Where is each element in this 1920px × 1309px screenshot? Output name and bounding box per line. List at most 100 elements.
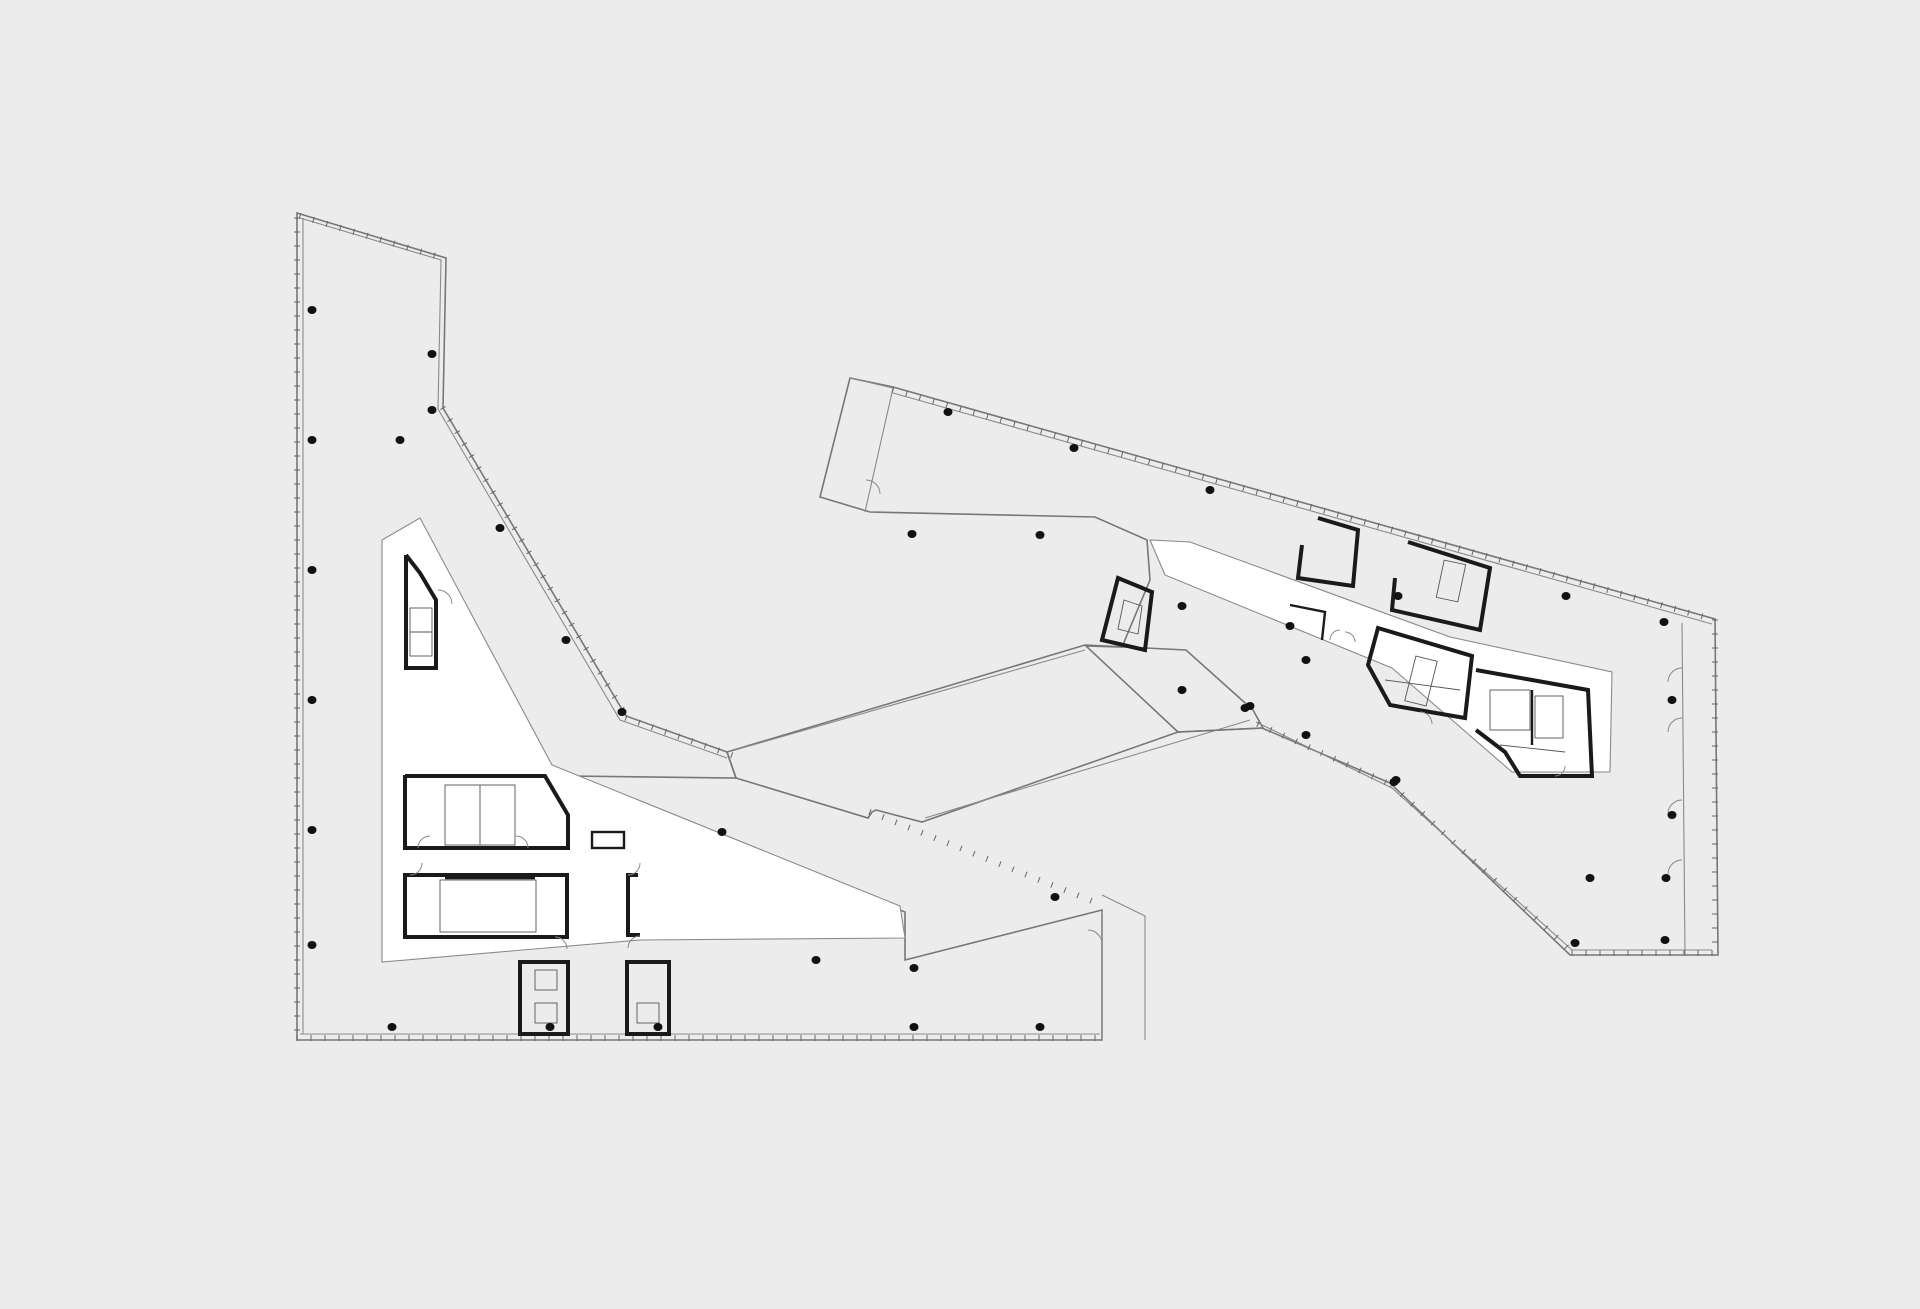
east-stair-small-flight	[1435, 559, 1467, 603]
mullion	[1417, 534, 1421, 541]
column	[495, 524, 505, 532]
column	[1570, 939, 1580, 947]
door-swings	[409, 479, 1683, 950]
column	[1301, 731, 1311, 739]
column	[1177, 686, 1187, 694]
column	[427, 406, 437, 414]
door-east-stair-main	[1419, 711, 1433, 725]
mullion	[624, 715, 628, 721]
mullion	[338, 224, 342, 231]
mullion	[1646, 598, 1650, 605]
mullion	[945, 402, 949, 409]
mullion	[1255, 488, 1259, 495]
door-west-stair	[437, 589, 453, 605]
mullion	[365, 232, 369, 239]
mullion	[1256, 721, 1260, 727]
west-main-stair-wall	[403, 873, 569, 939]
mullion	[597, 670, 604, 675]
mullion	[1013, 420, 1016, 427]
mullion	[1538, 568, 1542, 575]
mullion	[1037, 876, 1041, 883]
mullion	[1543, 925, 1549, 931]
column	[395, 436, 405, 444]
east-stair-core-north	[1099, 575, 1155, 653]
door-east-toilet	[1554, 765, 1566, 777]
west-main-stair-flight	[439, 879, 537, 933]
column	[1301, 656, 1311, 664]
bridge-edge-south	[924, 719, 1251, 819]
mullion	[504, 514, 511, 519]
mullion	[433, 252, 436, 259]
west-lift-shaft-b	[625, 960, 671, 1036]
column	[307, 306, 317, 314]
column	[1240, 704, 1250, 712]
mullion	[1161, 462, 1164, 469]
east-atrium-void	[1149, 539, 1613, 773]
mullion	[406, 244, 409, 251]
mullion	[1050, 881, 1054, 888]
mullion	[1147, 458, 1151, 465]
door-west-lift-b	[627, 935, 641, 949]
mullion	[1440, 830, 1446, 836]
mullion	[1457, 545, 1461, 552]
central-bridge	[725, 644, 1265, 823]
mullion	[1444, 541, 1448, 548]
west-atrium-void	[381, 517, 906, 963]
mullion	[525, 550, 532, 555]
mullion	[1363, 519, 1367, 526]
east-toilet-stalls-b	[1534, 695, 1564, 739]
mullion	[717, 747, 720, 754]
mullion	[1471, 549, 1475, 556]
door-east-corridor-b	[1344, 631, 1356, 643]
mullion	[1430, 820, 1436, 826]
mullion	[1282, 496, 1286, 503]
column	[909, 964, 919, 972]
mullion	[379, 236, 382, 243]
mullion	[1481, 868, 1487, 874]
mullion	[561, 610, 568, 615]
mullion	[881, 814, 885, 821]
mullion	[1053, 432, 1057, 439]
mullion	[1269, 726, 1273, 733]
column	[1561, 592, 1571, 600]
mullion	[932, 398, 935, 405]
mullion	[590, 658, 597, 663]
mullion	[664, 728, 668, 735]
east-toilet-counter	[1499, 744, 1566, 753]
column	[307, 696, 317, 704]
mullion	[1228, 481, 1232, 488]
facade-mullions	[294, 212, 1718, 1041]
mullion	[1066, 436, 1070, 443]
mullion	[1502, 887, 1508, 893]
door-west-bay	[1087, 929, 1103, 945]
mullion	[1525, 564, 1528, 571]
mullion	[419, 248, 423, 255]
column	[653, 1023, 663, 1031]
mullion	[392, 240, 396, 247]
mullion	[518, 538, 525, 543]
mullion	[1040, 428, 1043, 435]
west-stair-wall	[404, 553, 438, 670]
mullion	[1358, 767, 1362, 774]
mullion	[1309, 503, 1313, 510]
mullion	[454, 430, 461, 435]
mullion	[1633, 594, 1636, 601]
column	[907, 530, 917, 538]
mullion	[547, 586, 554, 591]
column	[1285, 622, 1295, 630]
mullion	[1512, 896, 1518, 902]
mullion	[703, 742, 707, 749]
column	[307, 436, 317, 444]
column	[943, 408, 953, 416]
mullion	[511, 526, 518, 531]
door-east-bay-2	[1667, 717, 1683, 733]
column	[1177, 602, 1187, 610]
east-nw-bay	[849, 377, 894, 513]
mullion	[1492, 877, 1498, 883]
mullion	[894, 819, 898, 826]
mullion	[312, 216, 315, 223]
mullion	[1377, 522, 1380, 529]
mullion	[1484, 552, 1488, 560]
mullion	[1565, 575, 1569, 582]
